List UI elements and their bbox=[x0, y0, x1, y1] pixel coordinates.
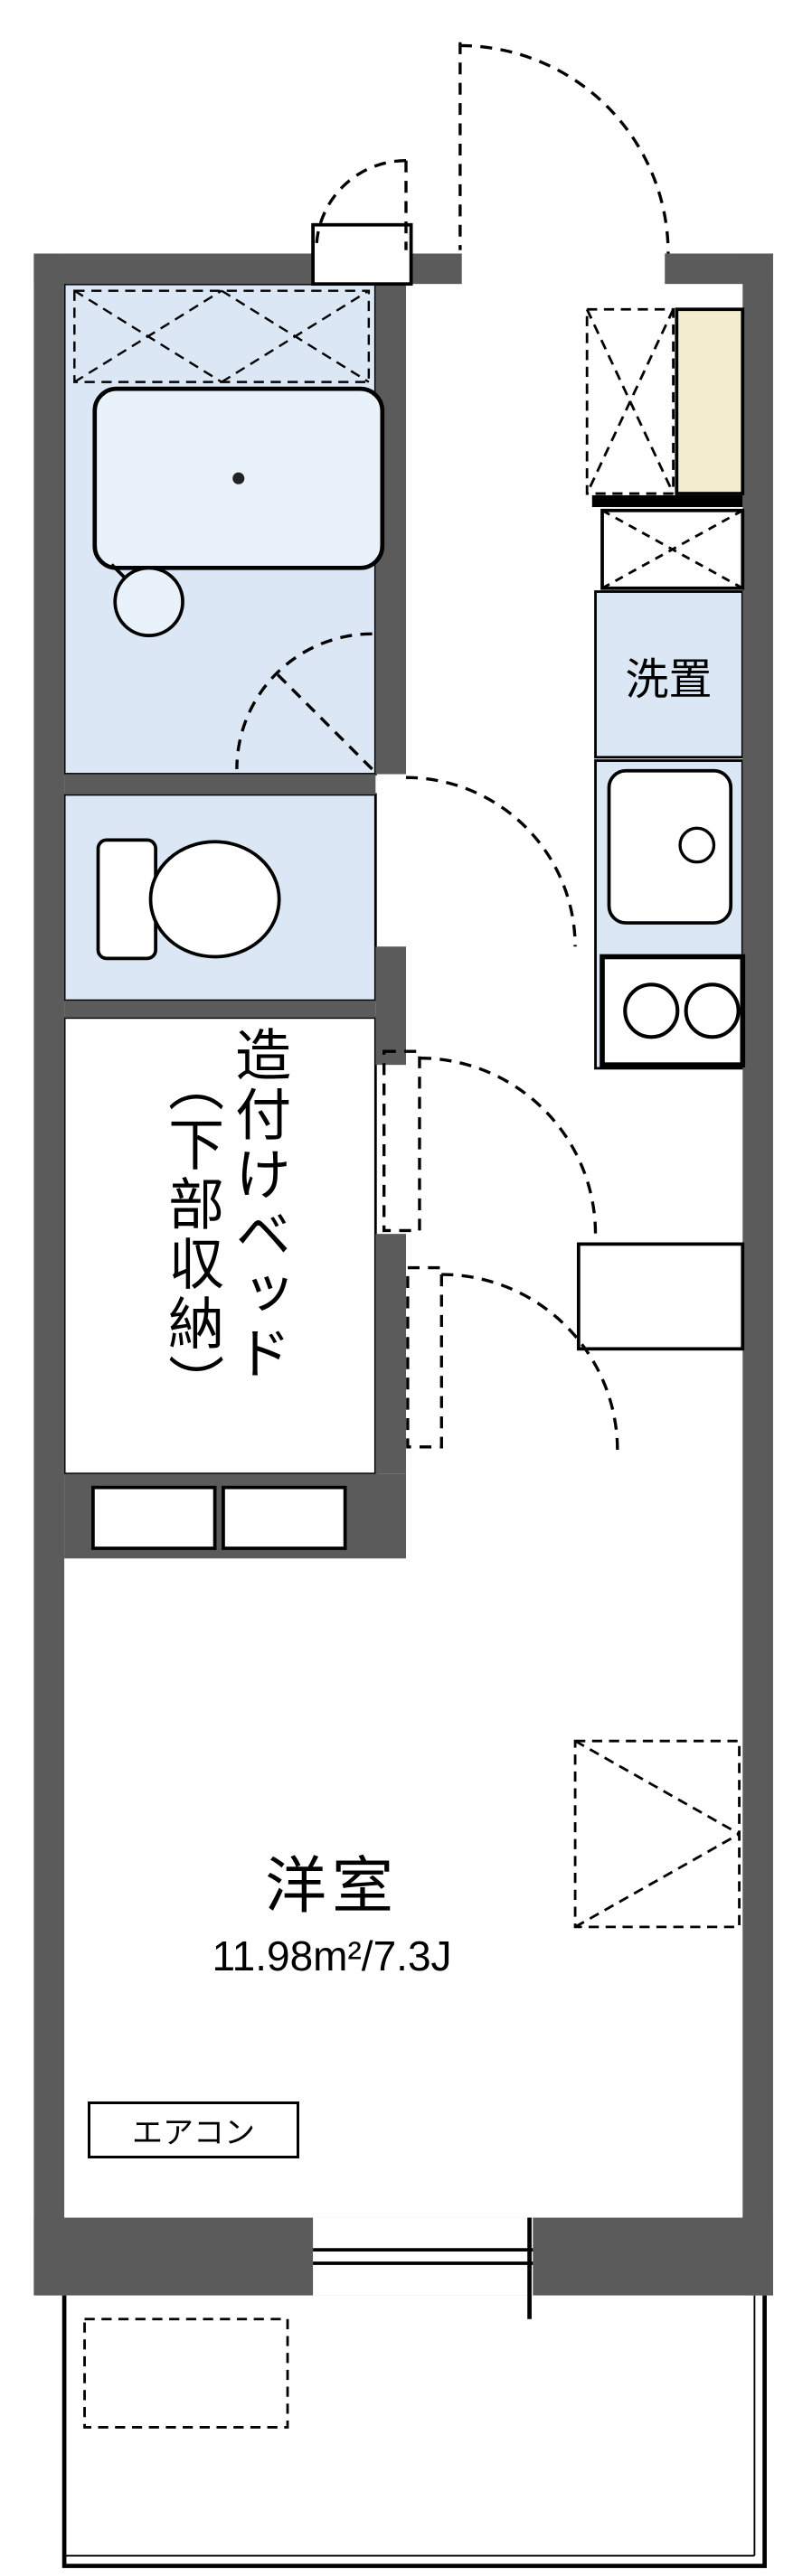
built-in-bed-label-main: 造付けベッド bbox=[226, 1026, 289, 1384]
built-in-bed-label-sub: （下部収納） bbox=[159, 1056, 222, 1414]
entry-partition-wall bbox=[591, 494, 743, 508]
toilet-door-swing-arc bbox=[405, 776, 577, 947]
entrance-door bbox=[675, 307, 745, 495]
bath-dryer-symbol bbox=[73, 289, 371, 383]
aircon-label: エアコン bbox=[88, 2101, 299, 2158]
hall-door-swing bbox=[382, 1049, 598, 1235]
balcony-window bbox=[313, 2217, 533, 2319]
kitchen-sink bbox=[607, 768, 733, 925]
built-in-bed-room bbox=[62, 1016, 377, 1476]
room-door-swing bbox=[406, 1265, 619, 1451]
main-room-area-label: 11.98m²/7.3J bbox=[212, 1932, 452, 1979]
refrigerator-space bbox=[576, 1242, 745, 1351]
toilet bbox=[96, 838, 281, 961]
bath-window-swing-arc bbox=[315, 158, 408, 250]
bathtub bbox=[92, 386, 385, 570]
balcony bbox=[61, 2295, 767, 2569]
balcony-partition-symbol bbox=[83, 2317, 289, 2429]
bathroom-door-swing-arc bbox=[235, 632, 373, 771]
closet-doors bbox=[91, 1485, 347, 1550]
upper-cabinet-symbol bbox=[573, 1739, 741, 1929]
main-room-label: 洋室 bbox=[264, 1851, 399, 1921]
bath-vent-window bbox=[311, 222, 413, 287]
wash-basin bbox=[110, 563, 184, 638]
overhead-cabinet-symbol bbox=[600, 508, 745, 590]
entry-step-symbol bbox=[585, 307, 675, 495]
laundry-space bbox=[594, 590, 744, 759]
stove bbox=[600, 954, 746, 1067]
entrance-door-swing-arc bbox=[458, 42, 670, 254]
laundry-space-label: 洗置 bbox=[625, 655, 713, 704]
